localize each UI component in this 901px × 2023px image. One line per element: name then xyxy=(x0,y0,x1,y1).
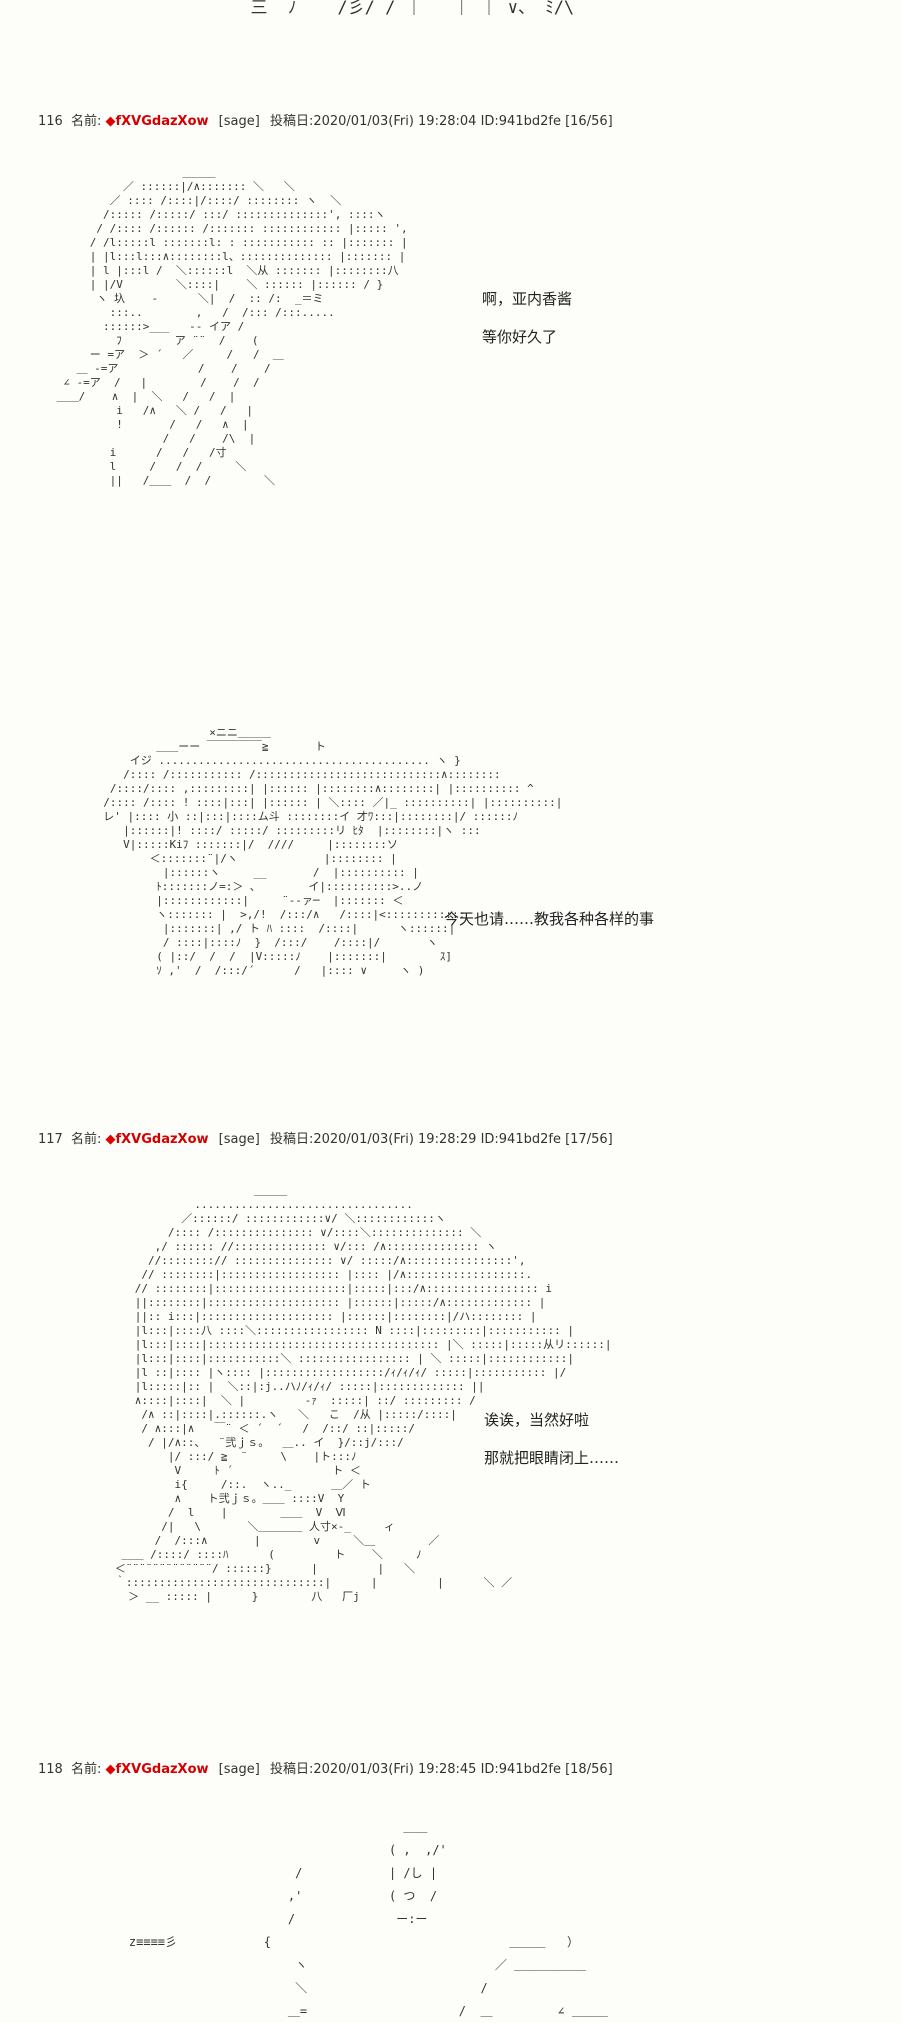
post-id: ID:941bd2fe xyxy=(480,114,561,129)
ascii-art-figure-117: ＿＿＿ ................................. ／:… xyxy=(114,1184,612,1603)
sage-tag: [sage] xyxy=(218,1132,260,1147)
name-label: 名前: xyxy=(70,114,102,129)
dialogue-line: 那就把眼睛闭上…… xyxy=(484,1449,620,1467)
post-date: 投稿日:2020/01/03(Fri) 19:28:04 xyxy=(269,114,477,129)
post-number: 117 xyxy=(38,1132,63,1147)
name-label: 名前: xyxy=(70,1762,102,1777)
poster-trip-link[interactable]: fXVGdazXow xyxy=(115,114,209,129)
ascii-art-figure-116-b: ×ニニ＿＿＿ ＿＿ーー ￣￣￣￣￣≧ ト イジ ................… xyxy=(103,726,563,977)
post-counter: [18/56] xyxy=(565,1762,613,1777)
ascii-art-figure-116-a: ＿＿＿ ／ ::::::|/∧::::::: ＼ ＼ ／ :::: /::::|… xyxy=(56,166,408,487)
poster-trip-link[interactable]: fXVGdazXow xyxy=(115,1762,209,1777)
post-number: 118 xyxy=(38,1762,63,1777)
dialogue-line: 诶诶，当然好啦 xyxy=(484,1411,590,1429)
post-number: 116 xyxy=(38,114,63,129)
post-date: 投稿日:2020/01/03(Fri) 19:28:29 xyxy=(269,1132,477,1147)
post-header-117: 117 名前: ◆fXVGdazXow [sage] 投稿日:2020/01/0… xyxy=(38,1128,613,1147)
dialogue-line: 啊，亚内香酱 xyxy=(482,290,573,308)
post-id: ID:941bd2fe xyxy=(480,1762,561,1777)
post-counter: [17/56] xyxy=(565,1132,613,1147)
sage-tag: [sage] xyxy=(218,114,260,129)
previous-art-fragment: 三 ﾉ /彡/ / ｜ ｜ ｜ ∨、 ﾐ/\ xyxy=(230,0,575,18)
ascii-art-figure-118: ＿＿ ( , ,/' / | /し | ,' ( つ / / ー:ー z≡≡ xyxy=(128,1820,608,2018)
diamond-icon: ◆ xyxy=(105,1762,116,1777)
post-header-116: 116 名前: ◆fXVGdazXow [sage] 投稿日:2020/01/0… xyxy=(38,110,613,129)
poster-trip-link[interactable]: fXVGdazXow xyxy=(115,1132,209,1147)
dialogue-line: 今天也请……教我各种各样的事 xyxy=(444,910,655,928)
dialogue-line: 等你好久了 xyxy=(482,328,558,346)
name-label: 名前: xyxy=(70,1132,102,1147)
post-id: ID:941bd2fe xyxy=(480,1132,561,1147)
post-header-118: 118 名前: ◆fXVGdazXow [sage] 投稿日:2020/01/0… xyxy=(38,1758,613,1777)
post-date: 投稿日:2020/01/03(Fri) 19:28:45 xyxy=(269,1762,477,1777)
diamond-icon: ◆ xyxy=(105,114,116,129)
diamond-icon: ◆ xyxy=(105,1132,116,1147)
post-counter: [16/56] xyxy=(565,114,613,129)
sage-tag: [sage] xyxy=(218,1762,260,1777)
